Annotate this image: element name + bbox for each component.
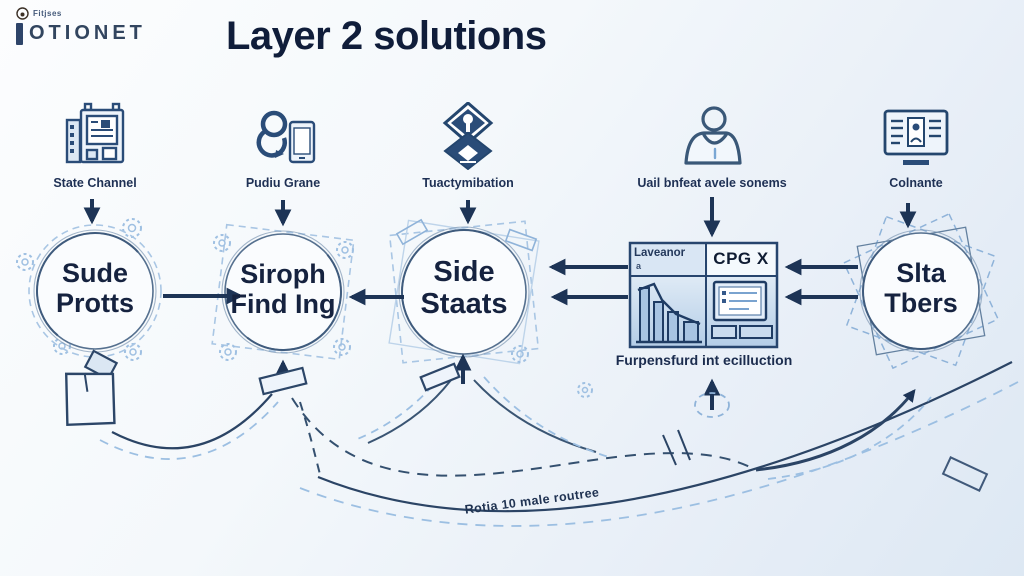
bar-chart-doodle: [636, 282, 702, 344]
node-slta-tbers: Slta Tbers: [846, 258, 996, 318]
node-label-line: Tbers: [884, 288, 958, 319]
user-icon-wrap: [672, 102, 752, 170]
colnante-icon-wrap: [876, 102, 956, 170]
curve-staats-branch-left-dashed: [354, 374, 443, 441]
node-ring-siroph-find-ing: [221, 230, 345, 354]
routing-curves: [99, 361, 1019, 527]
node-label-line: Staats: [420, 288, 508, 321]
curve-mid-dashed: [291, 397, 753, 477]
node-ring-slta-tbers: [859, 229, 983, 353]
node-siroph-find-ing: Siroph Find Ing: [208, 259, 358, 319]
tilted-plate-bottom-right: [941, 456, 989, 492]
curved-arrow-into-tbers-dashed: [767, 396, 932, 480]
node-side-staats: Side Staats: [389, 256, 539, 321]
icon-label-tuactymibation: Tuactymibation: [422, 176, 514, 190]
icon-label-state-channel: State Channel: [53, 176, 137, 190]
logo-bar-icon: [16, 22, 23, 45]
page-title: Layer 2 solutions: [226, 14, 547, 58]
node-ring-sude-protts: [28, 224, 162, 358]
tick-mark-1: [662, 434, 677, 466]
state-channel-icon: [55, 102, 135, 170]
node-label-line: Slta: [896, 258, 946, 288]
icon-label-pudiu-grane: Pudiu Grane: [245, 176, 321, 190]
box-header-right: CPG X: [713, 249, 769, 268]
logo-tagline: Fitjses: [33, 8, 62, 18]
box-header-left-sub: a: [636, 261, 642, 271]
box-header-left: Laveanor: [634, 247, 686, 259]
logo-mark-icon: [16, 6, 29, 20]
node-label-line: Protts: [55, 288, 134, 319]
curve-bottom-main: [317, 361, 1013, 513]
node-label-line: Siroph: [240, 259, 326, 289]
logo-name-row: OTIONET: [16, 22, 146, 45]
center-box: [628, 241, 779, 349]
tick-mark-2: [677, 429, 691, 461]
tilted-plate-siroph: [258, 366, 308, 396]
node-label-line: Find Ing: [230, 289, 336, 320]
node-label-line: Side: [433, 256, 495, 288]
monitor-doodle: [711, 280, 773, 339]
tilted-plate-staats: [419, 362, 461, 392]
logo: Fitjses OTIONET: [16, 6, 146, 45]
curve-staats-branch-right-dashed: [483, 376, 613, 459]
curve-staats-branch-right: [473, 379, 597, 453]
icon-label-colnante: Colnante: [889, 176, 943, 190]
doodads: [64, 218, 989, 492]
tuactymibation-icon: [428, 101, 508, 171]
dashed-blob-below-box: [694, 392, 730, 418]
tilted-plate-corner-1: [395, 218, 429, 246]
curve-bottom-main-dashed: [299, 381, 1019, 527]
icon-label-uail: Uail bnfeat avele sonems: [637, 176, 787, 190]
curved-arrow-into-tbers: [755, 389, 916, 472]
building-documents-icon: [65, 102, 125, 164]
box-caption: Furpensfurd int ecilluction: [615, 352, 793, 368]
logo-name: OTIONET: [29, 22, 146, 44]
curve-bag-to-siroph: [111, 393, 273, 450]
tilted-plate-corner-2: [504, 228, 538, 252]
person-icon: [684, 106, 742, 165]
chain-link-phone-icon: [256, 110, 316, 164]
curve-bag-to-siroph-dashed: [99, 401, 279, 460]
pudiu-grane-icon: [240, 102, 320, 170]
node-sude-protts: Sude Protts: [20, 258, 170, 318]
shopping-bag-doodle: [64, 349, 119, 427]
curve-staats-branch-left: [367, 379, 452, 444]
logo-tagline-row: Fitjses: [16, 6, 146, 20]
double-diamond-icon: [442, 101, 494, 171]
id-card-icon: [883, 109, 949, 165]
node-label-line: Sude: [61, 258, 128, 288]
